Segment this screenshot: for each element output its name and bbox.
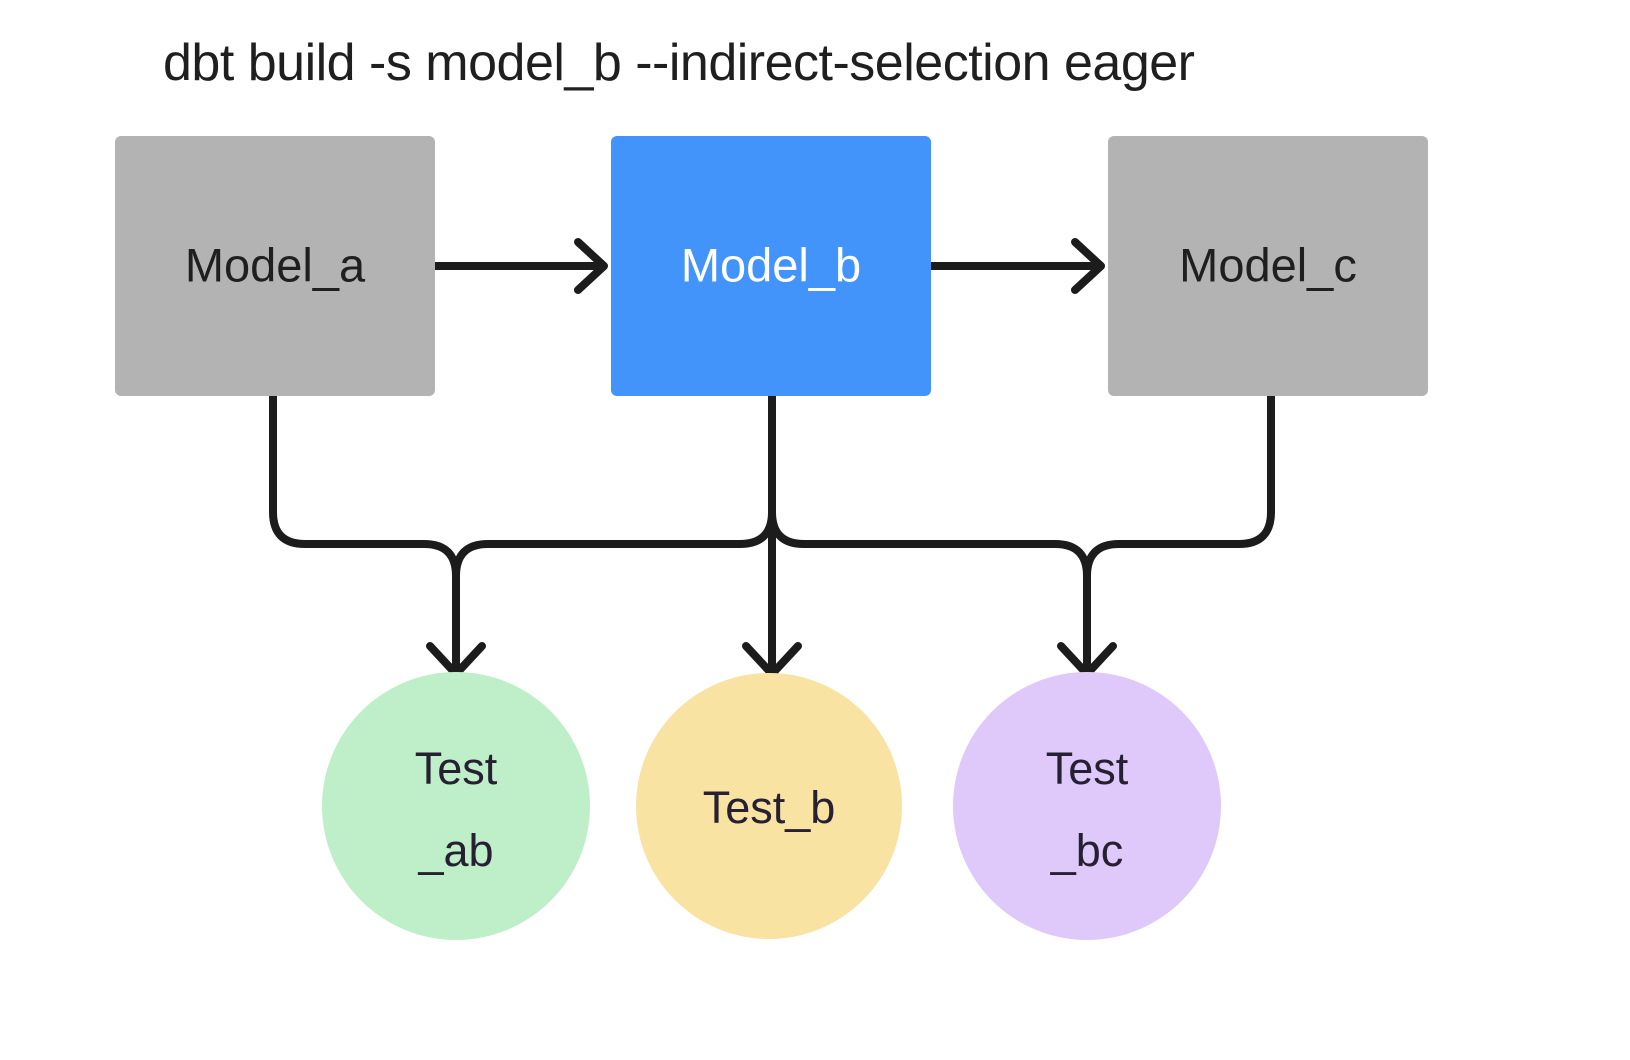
test-b-circle[interactable] — [636, 673, 902, 939]
arrow-head-icon — [574, 238, 608, 294]
test-ab-circle[interactable] — [322, 672, 590, 940]
node-test-bc[interactable]: Test _bc — [953, 672, 1221, 940]
test-ab-label-line2: _ab — [417, 825, 493, 876]
edge-line — [269, 392, 460, 676]
model-c-label: Model_c — [1179, 238, 1357, 291]
test-ab-label-line1: Test — [415, 743, 498, 794]
edge-model-b-to-model-c — [927, 238, 1105, 294]
node-model-a[interactable]: Model_a — [115, 136, 435, 396]
edge-line — [452, 392, 776, 676]
page-title: dbt build -s model_b --indirect-selectio… — [163, 34, 1195, 92]
edge-line — [1083, 392, 1275, 676]
node-model-b[interactable]: Model_b — [611, 136, 931, 396]
node-model-c[interactable]: Model_c — [1108, 136, 1428, 396]
edge-model-a-to-model-b — [431, 238, 608, 294]
edge-line — [768, 392, 1091, 676]
model-b-label: Model_b — [681, 238, 861, 291]
node-test-ab[interactable]: Test _ab — [322, 672, 590, 940]
model-a-label: Model_a — [185, 238, 366, 291]
arrow-head-icon — [1071, 238, 1105, 294]
test-bc-circle[interactable] — [953, 672, 1221, 940]
edge-model-a-to-test-ab — [269, 392, 460, 676]
model-c-box[interactable] — [1108, 136, 1428, 396]
test-bc-label-line1: Test — [1046, 743, 1129, 794]
node-test-b[interactable]: Test_b — [636, 673, 902, 939]
edge-model-b-to-test-bc — [768, 392, 1091, 676]
edge-model-b-to-test-ab — [452, 392, 776, 676]
edge-model-c-to-test-bc — [1083, 392, 1275, 676]
test-bc-label-line2: _bc — [1050, 825, 1124, 876]
model-b-box[interactable] — [611, 136, 931, 396]
test-b-label-line1: Test_b — [703, 782, 836, 833]
model-a-box[interactable] — [115, 136, 435, 396]
